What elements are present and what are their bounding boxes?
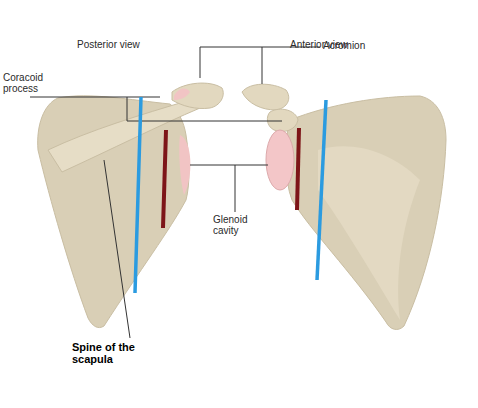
subscapular-fossa: [318, 146, 420, 320]
red-marker-line: [163, 130, 166, 228]
scapular-spine: [48, 100, 200, 172]
view-title: Posterior view: [77, 40, 177, 51]
glenoid-edge: [179, 135, 190, 195]
blue-marker-line: [135, 97, 141, 293]
coracoid-shape: [267, 109, 298, 131]
part-label: Spine of the scapula: [72, 342, 154, 365]
leader-lines: [30, 47, 320, 338]
blue-marker-line: [317, 100, 326, 280]
coracoid-tip: [174, 89, 190, 100]
scapula-body: [286, 96, 446, 329]
red-marker-line: [297, 128, 299, 210]
glenoid-oval: [266, 130, 294, 190]
acromion-shape: [242, 84, 289, 110]
acromion-shape: [172, 83, 223, 108]
part-label: Glenoid cavity: [213, 215, 258, 236]
part-label: Coracoid process: [3, 73, 55, 94]
part-label: Acromion: [323, 41, 403, 52]
